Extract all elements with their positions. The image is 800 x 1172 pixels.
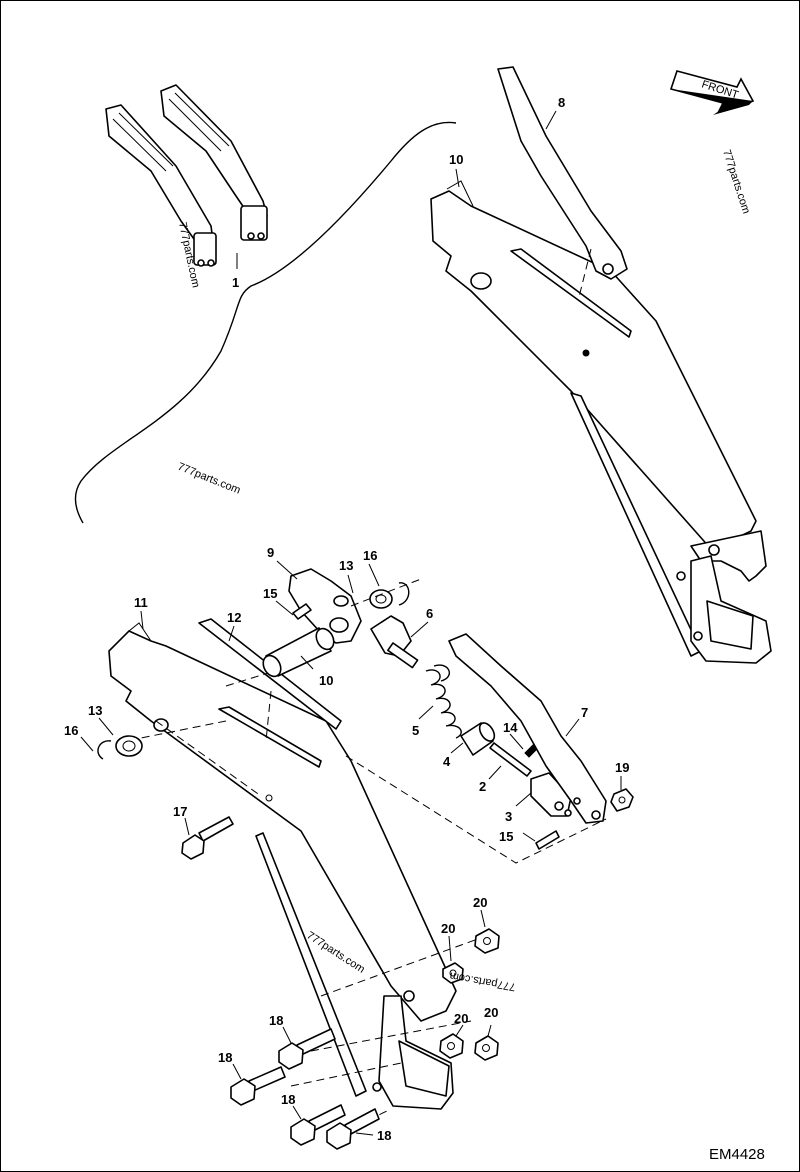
callout-18-d: 18 (377, 1128, 391, 1143)
callout-17: 17 (173, 804, 187, 819)
callout-3: 3 (505, 809, 512, 824)
callout-5: 5 (412, 723, 419, 738)
part-9-bracket (288, 568, 362, 644)
part-10-pin (262, 627, 335, 678)
callout-20-d: 20 (484, 1005, 498, 1020)
callout-18-a: 18 (269, 1013, 283, 1028)
part-10-upper-arm (430, 180, 772, 664)
callout-9: 9 (267, 545, 274, 560)
callout-2: 2 (479, 779, 486, 794)
figure-code: EM4428 (709, 1146, 765, 1163)
callout-labels: 1 8 10 9 13 16 15 6 11 12 10 13 16 5 14 … (64, 95, 629, 1143)
part-5-spring (425, 664, 462, 739)
part-11-lower-arm (108, 618, 457, 1110)
callout-13-upper: 13 (339, 558, 353, 573)
front-arrow-icon: FRONT (669, 70, 755, 115)
watermark-5: 777parts.com (449, 969, 517, 992)
leader-lines (80, 110, 622, 1136)
part-6-clevis (370, 615, 419, 669)
callout-10-lower: 10 (319, 673, 333, 688)
callout-15-upper: 15 (263, 586, 277, 601)
part-1-assembly (105, 84, 268, 269)
callout-6: 6 (426, 606, 433, 621)
part-4-bushing (460, 722, 496, 756)
part-8-link (497, 66, 628, 298)
part-13-16-washers (97, 578, 422, 760)
callout-4: 4 (443, 754, 451, 769)
part-15-pins (292, 603, 560, 850)
watermark-3: 777parts.com (176, 461, 242, 497)
callout-20-b: 20 (441, 921, 455, 936)
part-3-clevis (530, 772, 572, 817)
callout-7: 7 (581, 705, 588, 720)
callout-13-lower: 13 (88, 703, 102, 718)
callout-16-upper: 16 (363, 548, 377, 563)
callout-16-lower: 16 (64, 723, 78, 738)
callout-1: 1 (232, 275, 239, 290)
callout-10-upper: 10 (449, 152, 463, 167)
callout-18-b: 18 (218, 1050, 232, 1065)
watermark-2: 777parts.com (720, 148, 752, 215)
part-17-bolt (181, 816, 234, 860)
part-7-link (448, 633, 607, 824)
callout-11: 11 (134, 595, 148, 610)
callout-19: 19 (615, 760, 629, 775)
callout-14: 14 (503, 720, 518, 735)
part-18-bolts (230, 1028, 380, 1150)
part-2-rod (489, 742, 532, 777)
part-20-nuts (439, 928, 500, 1061)
section-divider (74, 121, 457, 524)
callout-20-a: 20 (473, 895, 487, 910)
callout-12: 12 (227, 610, 241, 625)
callout-15-lower: 15 (499, 829, 513, 844)
callout-8: 8 (558, 95, 565, 110)
callout-18-c: 18 (281, 1092, 295, 1107)
callout-20-c: 20 (454, 1011, 468, 1026)
part-19-nut (610, 788, 634, 812)
